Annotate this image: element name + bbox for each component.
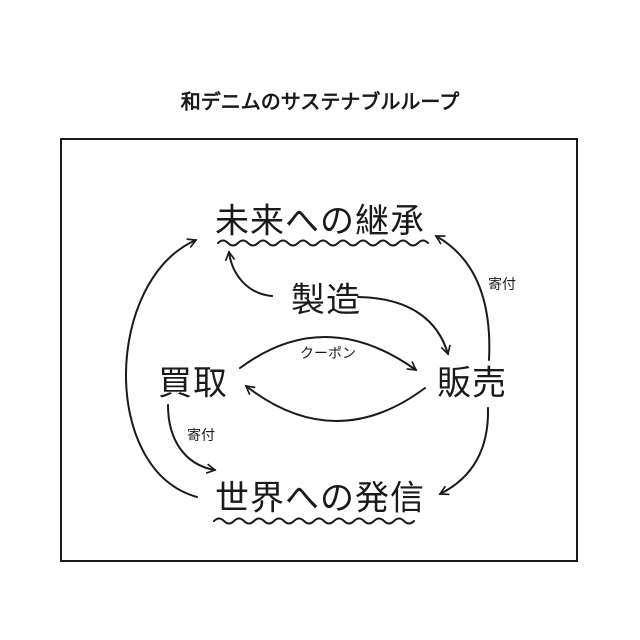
arrow-sales-to-buyback (244, 384, 426, 422)
arrow-buyback-to-sales-coupon (239, 336, 418, 371)
node-world-outreach: 世界への発信 (215, 478, 425, 519)
wavy-underline-future (217, 239, 429, 247)
node-sales: 販売 (437, 363, 507, 404)
edge-label-donation-right: 寄付 (488, 277, 516, 293)
wavy-underline-world (213, 517, 415, 525)
edge-label-coupon: クーポン (300, 346, 356, 362)
arrow-manufacturing-to-sales (357, 296, 451, 356)
diagram-frame (60, 138, 578, 562)
node-manufacturing: 製造 (291, 280, 361, 321)
arrow-world-to-future-loop (125, 238, 198, 498)
node-future-inheritance: 未来への継承 (215, 201, 425, 242)
arrow-sales-to-future-donation (434, 235, 491, 361)
arrow-manufacturing-to-future (224, 250, 273, 297)
arrow-sales-to-world (438, 407, 490, 496)
arrow-buyback-to-world-donation (167, 404, 217, 474)
edge-label-donation-left: 寄付 (187, 428, 215, 444)
node-buyback: 買取 (158, 363, 228, 404)
diagram-title: 和デニムのサステナブルループ (180, 89, 460, 114)
